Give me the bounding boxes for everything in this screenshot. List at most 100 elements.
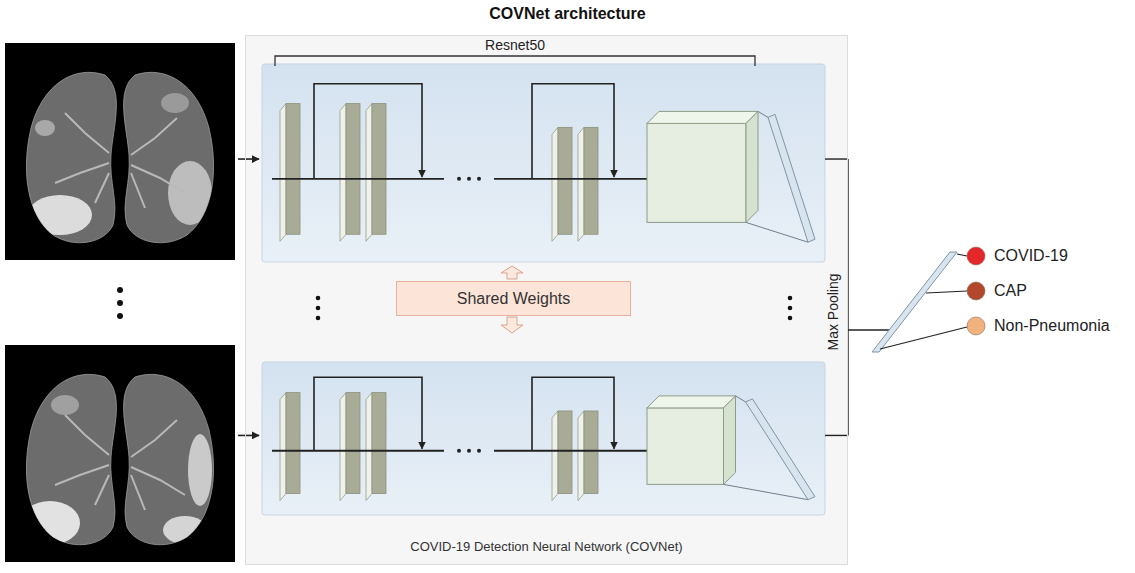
class-circle (966, 246, 986, 266)
conv-layer (346, 104, 360, 235)
vessel (131, 467, 185, 495)
conv-layer (346, 393, 360, 494)
merge-line (848, 329, 889, 330)
class-dot (967, 317, 985, 335)
class-output: CAP (966, 281, 1027, 301)
vessel (131, 475, 145, 510)
ellipsis-dot (117, 300, 123, 306)
layer-side (340, 104, 346, 242)
vessel (55, 465, 109, 485)
class-label: CAP (994, 282, 1027, 300)
vessel (131, 118, 177, 155)
scan-background (5, 43, 235, 260)
vessel (65, 113, 109, 153)
vessel (55, 163, 109, 183)
vessel (131, 173, 145, 208)
conv-layer (558, 411, 572, 494)
class-output: COVID-19 (966, 246, 1068, 266)
layer-side (552, 411, 558, 501)
layer-side (366, 104, 372, 242)
class-circle (966, 316, 986, 336)
conv-layer (372, 104, 386, 235)
lung (124, 72, 214, 242)
vessel (95, 475, 109, 505)
opacity-patch (35, 120, 55, 136)
resnet50-branch (262, 64, 825, 262)
conv-layer (584, 411, 598, 494)
feature-cube-side (746, 111, 758, 222)
output-line (825, 435, 848, 436)
data-flow-line (272, 178, 444, 180)
feature-cube-top (647, 111, 758, 123)
data-flow-line (494, 450, 647, 452)
lung (124, 374, 214, 544)
layer-side (280, 393, 286, 501)
ellipsis-dot (788, 296, 793, 301)
class-label: Non-Pneumonia (994, 317, 1110, 335)
ellipsis-dot (467, 449, 471, 453)
ellipsis-dot (457, 449, 461, 453)
opacity-patch (161, 93, 189, 113)
data-flow-line (494, 178, 647, 180)
conv-layer (584, 127, 598, 234)
class-circle (966, 281, 986, 301)
ellipsis-dot (316, 306, 321, 311)
title: COVNet architecture (489, 5, 646, 22)
shared-weights-box: Shared Weights (396, 281, 631, 316)
ct-scan-image (5, 345, 235, 562)
opacity-patch (163, 516, 207, 544)
ellipsis-dot (477, 177, 481, 181)
resnet50-branch (262, 362, 825, 515)
projection-line (736, 396, 746, 402)
input-arrow (238, 158, 259, 160)
opacity-patch (168, 161, 212, 225)
output-fc-layer (872, 252, 957, 352)
layer-side (366, 393, 372, 501)
conv-layer (558, 127, 572, 234)
skip-connection (532, 84, 614, 179)
scan-background (5, 345, 235, 562)
lung-findings (28, 93, 212, 235)
conv-layer (372, 393, 386, 494)
class-line (880, 327, 967, 349)
title-box: COVNet architecture (0, 5, 1135, 23)
vessel (131, 420, 177, 457)
ct-scan-image (5, 43, 235, 260)
vessel (95, 173, 109, 203)
data-flow-line (272, 450, 444, 452)
branch-background (262, 64, 825, 262)
projection-line (724, 484, 809, 499)
ellipsis-dot (117, 287, 123, 293)
backbone-label: Resnet50 (485, 37, 545, 53)
input-arrow (238, 435, 259, 437)
opacity-patch (51, 395, 79, 415)
skip-connection (314, 377, 422, 450)
shared-arrow-down (501, 317, 523, 333)
label-box: Max Pooling (824, 273, 842, 350)
class-line (926, 291, 967, 293)
feature-cube-side (724, 396, 736, 485)
fc-layer (746, 399, 816, 500)
skip-connection (314, 84, 422, 179)
ellipsis-dot (457, 177, 461, 181)
ellipsis-dot (117, 313, 123, 319)
opacity-patch (20, 501, 80, 545)
class-dot (967, 282, 985, 300)
lung (26, 72, 116, 242)
caption: COVID-19 Detection Neural Network (COVNe… (410, 539, 682, 554)
ellipsis-dot (477, 449, 481, 453)
label-box: Resnet50 (485, 36, 545, 54)
ellipsis-dot (316, 316, 321, 321)
vessel (65, 415, 109, 455)
lung-findings (20, 395, 212, 545)
feature-cube (647, 408, 724, 485)
branch-background (262, 362, 825, 515)
pooling-label: Max Pooling (825, 273, 841, 350)
projection-line (758, 111, 768, 117)
layer-side (578, 127, 584, 241)
ellipsis-dot (316, 296, 321, 301)
output-line (825, 158, 848, 159)
projection-line (746, 222, 808, 242)
fc-layer (768, 114, 815, 242)
